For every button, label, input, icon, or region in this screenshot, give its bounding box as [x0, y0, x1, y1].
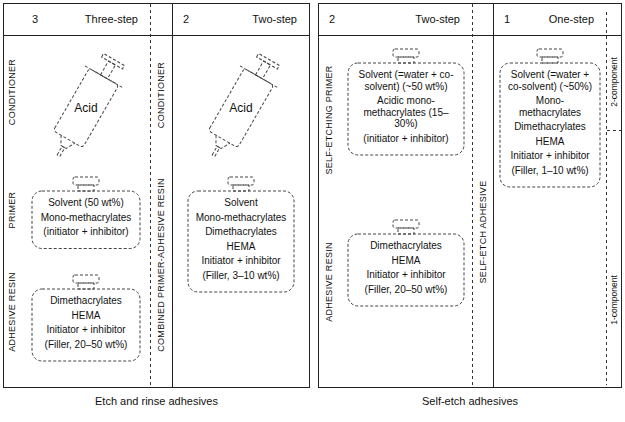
- component-text: HEMA: [194, 241, 288, 253]
- component-count-label: 2-component: [609, 57, 619, 107]
- component-text: Initiator + inhibitor: [194, 255, 288, 267]
- component-text: Solvent (50 wt%): [38, 197, 134, 209]
- bottle-container: SolventMono-methacrylatesDimethacrylates…: [187, 176, 295, 293]
- adhesive-system-column: 2 Two-stepAcidSolventMono-methacrylatesDi…: [172, 4, 309, 387]
- step-title: Three-step: [85, 13, 138, 25]
- row-label: CONDITIONER: [156, 62, 166, 128]
- bottle-cap: [537, 49, 563, 57]
- syringe-tip: [57, 135, 75, 151]
- component-text: HEMA: [354, 255, 458, 267]
- step-number: 3: [32, 13, 38, 25]
- bottle-cap: [228, 177, 254, 185]
- bottle-body: [348, 63, 464, 155]
- component-text: Mono-methacrylates: [194, 212, 288, 224]
- step-title: Two-step: [415, 13, 460, 25]
- step-title: Two-step: [252, 13, 297, 25]
- component-text: Solvent: [194, 197, 288, 209]
- bottle-neck: [78, 283, 94, 289]
- dashed-divider: [150, 4, 151, 387]
- row-label: COMBINED PRIMER-ADHESIVE RESIN: [156, 178, 166, 352]
- acid-syringe: Acid: [191, 48, 291, 168]
- component-count-label: 1-component: [609, 275, 619, 325]
- step-number: 1: [504, 13, 510, 25]
- bottle-neck: [398, 228, 414, 234]
- step-title: One-step: [549, 13, 594, 25]
- component-text: Dimethacrylates: [194, 226, 288, 238]
- bottle-neck: [542, 57, 558, 63]
- syringe-thumb: [257, 54, 280, 69]
- component-text: (initiator + inhibitor): [354, 133, 458, 145]
- component-text: Dimethacrylates: [354, 240, 458, 252]
- row-label: ADHESIVE RESIN: [324, 242, 334, 322]
- syringe-needle: [57, 146, 65, 156]
- component-text: Initiator + inhibitor: [506, 150, 594, 162]
- header-rule: [319, 35, 621, 36]
- component-text: Mono-methacrylates: [506, 95, 594, 118]
- bottle-cap: [393, 49, 419, 57]
- component-text: Initiator + inhibitor: [354, 269, 458, 281]
- component-text: Initiator + inhibitor: [38, 324, 134, 336]
- syringe-group: [39, 49, 133, 167]
- bottle-neck: [398, 57, 414, 63]
- syringe-needle: [212, 146, 220, 156]
- bottle-neck: [78, 185, 94, 191]
- bottle-neck: [233, 185, 249, 191]
- step-number: 2: [329, 13, 335, 25]
- component-text: Mono-methacrylates: [38, 212, 134, 224]
- component-text: (Filler, 1–10 wt%): [506, 165, 594, 177]
- syringe-label: Acid: [74, 101, 97, 115]
- row-label: ADHESIVE RESIN: [7, 272, 17, 352]
- adhesive-system-column: 1 One-stepSolvent (=water + co-solvent) (…: [493, 4, 606, 387]
- group-caption: Etch and rinse adhesives: [4, 395, 309, 407]
- syringe-label: Acid: [229, 101, 252, 115]
- component-text: (Filler, 3–10 wt%): [194, 270, 288, 282]
- bottle-container: Solvent (=water + co-solvent) (~50%) Mono…: [499, 48, 601, 188]
- bottle-cap: [73, 275, 99, 283]
- component-text: (Filler, 20–50 wt%): [38, 339, 134, 351]
- dashed-divider: [606, 12, 607, 385]
- syringe-thumb: [102, 54, 125, 69]
- bottle-body: [188, 191, 294, 292]
- bottle-cap: [73, 177, 99, 185]
- syringe-group: [194, 49, 288, 167]
- adhesive-system-column: 3 Three-stepAcidSolvent (50 wt%) Mono-meth…: [22, 4, 150, 387]
- component-text: Dimethacrylates: [38, 295, 134, 307]
- bottle-body: [500, 63, 600, 187]
- bottle-body: [32, 191, 140, 249]
- bottle-container: Solvent (=water + co-solvent) (~50 wt%) A…: [347, 48, 465, 156]
- component-text: Solvent (=water + co-solvent) (~50 wt%): [354, 69, 458, 92]
- bottle-container: DimethacrylatesHEMA Initiator + inhibitor…: [347, 219, 465, 307]
- bottle-cap: [393, 220, 419, 228]
- component-text: (Filler, 20–50 wt%): [354, 284, 458, 296]
- component-text: Acidic mono-methacrylates (15–30%): [354, 95, 458, 130]
- row-label: SELF-ETCH ADHESIVE: [478, 181, 488, 284]
- bottle-body: [32, 289, 140, 361]
- component-text: HEMA: [506, 136, 594, 148]
- component-text: Solvent (=water + co-solvent) (~50%): [506, 69, 594, 92]
- dashed-divider: [472, 4, 473, 387]
- component-text: HEMA: [38, 310, 134, 322]
- row-label: SELF-ETCHING PRIMER: [324, 65, 334, 174]
- adhesive-system-column: 2 Two-stepSolvent (=water + co-solvent) (…: [319, 4, 472, 387]
- bottle-body: [348, 234, 464, 306]
- bottle-container: Solvent (50 wt%) Mono-methacrylates (initi…: [31, 176, 141, 250]
- acid-syringe: Acid: [36, 48, 136, 168]
- row-label: CONDITIONER: [7, 59, 17, 125]
- adhesive-group-panel: Self-etch adhesives2Two-stepSolvent (=wa…: [318, 3, 622, 388]
- group-caption: Self-etch adhesives: [319, 395, 621, 407]
- header-rule: [4, 35, 309, 36]
- bottle-container: DimethacrylatesHEMA Initiator + inhibitor…: [31, 274, 141, 362]
- component-text: (initiator + inhibitor): [38, 226, 134, 238]
- dashed-divider: [607, 130, 621, 131]
- row-label: PRIMER: [7, 192, 17, 229]
- component-text: Dimethacrylates: [506, 121, 594, 133]
- step-number: 2: [183, 13, 189, 25]
- syringe-tip: [212, 135, 230, 151]
